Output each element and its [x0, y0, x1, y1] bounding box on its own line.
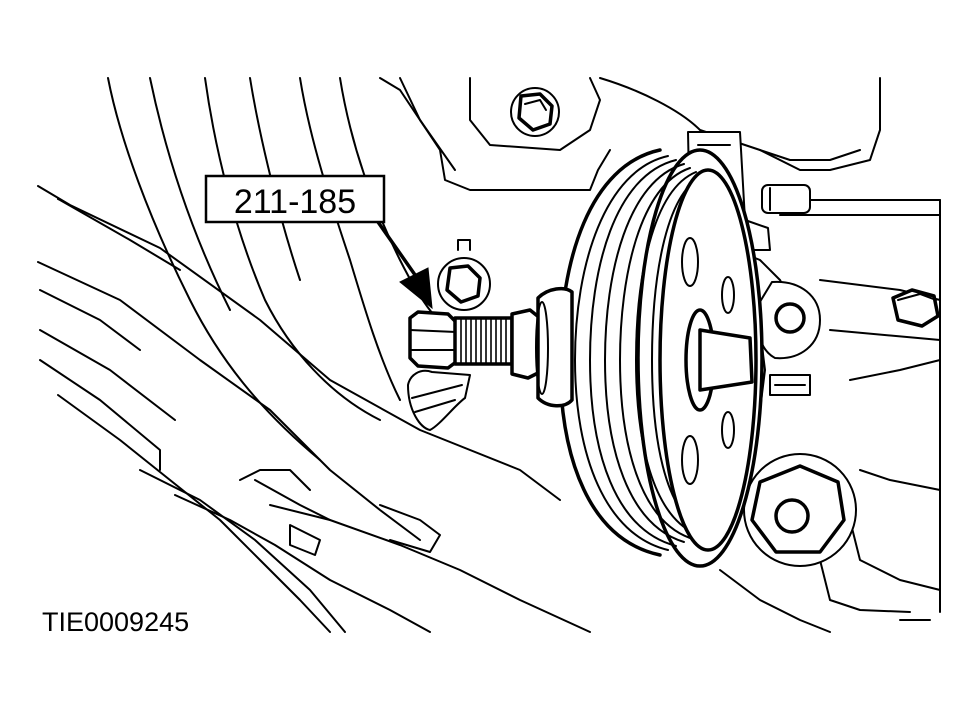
- hex-bolt-icon: [891, 288, 940, 328]
- tool-number-label: 211-185: [234, 183, 356, 221]
- arrow-icon: [376, 220, 433, 310]
- hex-bolt-icon: [437, 239, 491, 311]
- pulley-icon: [558, 148, 764, 568]
- hex-bolt-icon: [756, 280, 821, 396]
- tool-callout: 211-185: [204, 174, 386, 224]
- puller-tool-icon: [407, 286, 574, 431]
- hex-bolt-icon: [743, 453, 857, 567]
- figure-id-label: TIE0009245: [42, 607, 189, 637]
- hex-bolt-icon: [510, 87, 560, 137]
